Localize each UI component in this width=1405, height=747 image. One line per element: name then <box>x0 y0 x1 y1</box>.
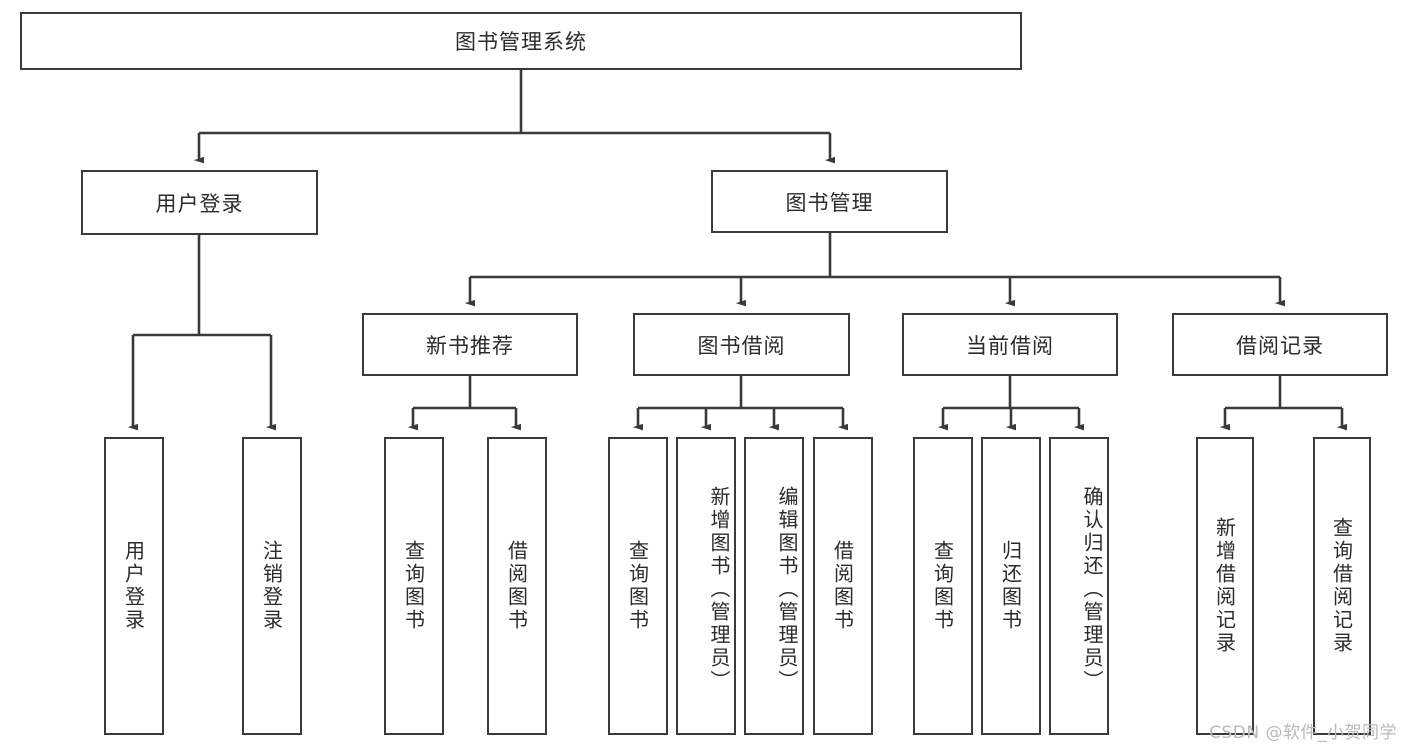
node-label: 注销登录 <box>259 540 284 632</box>
leaf-query-book-recommend[interactable]: 查询图书 <box>384 437 444 735</box>
leaf-edit-book[interactable]: 编辑图书（管理员） <box>744 437 804 735</box>
node-label: 新增借阅记录 <box>1212 517 1237 655</box>
leaf-borrow-book-recommend[interactable]: 借阅图书 <box>487 437 547 735</box>
node-label: 查询图书 <box>401 540 426 632</box>
csdn-watermark: CSDN @软件_小贺同学 <box>1209 723 1397 743</box>
leaf-user-login[interactable]: 用户登录 <box>104 437 164 735</box>
node-label: 借阅记录 <box>1236 333 1324 358</box>
leaf-query-book-current[interactable]: 查询图书 <box>913 437 973 735</box>
node-label: 借阅图书 <box>504 540 529 632</box>
node-current-borrow[interactable]: 当前借阅 <box>902 313 1118 376</box>
node-book-borrow[interactable]: 图书借阅 <box>633 313 850 376</box>
leaf-add-borrow-record[interactable]: 新增借阅记录 <box>1196 437 1254 735</box>
node-label: 归还图书 <box>998 540 1023 632</box>
node-book-management[interactable]: 图书管理 <box>711 170 948 233</box>
node-label: 当前借阅 <box>966 333 1054 358</box>
leaf-borrow-book[interactable]: 借阅图书 <box>813 437 873 735</box>
node-new-book-recommend[interactable]: 新书推荐 <box>362 313 578 376</box>
leaf-confirm-return[interactable]: 确认归还（管理员） <box>1049 437 1109 735</box>
leaf-query-borrow-record[interactable]: 查询借阅记录 <box>1313 437 1371 735</box>
node-label: 查询图书 <box>625 540 650 632</box>
node-label: 用户登录 <box>155 191 244 216</box>
node-label: 新书推荐 <box>426 333 514 358</box>
leaf-query-book-borrow[interactable]: 查询图书 <box>608 437 668 735</box>
node-label: 确认归还（管理员） <box>1080 485 1104 693</box>
node-label: 编辑图书（管理员） <box>775 485 799 693</box>
node-label: 用户登录 <box>121 540 146 632</box>
leaf-return-book[interactable]: 归还图书 <box>981 437 1041 735</box>
leaf-add-book[interactable]: 新增图书（管理员） <box>676 437 736 735</box>
node-borrow-record[interactable]: 借阅记录 <box>1172 313 1388 376</box>
node-label: 图书借阅 <box>697 333 786 358</box>
node-label: 新增图书（管理员） <box>707 485 731 693</box>
node-label: 借阅图书 <box>830 540 855 632</box>
node-root-system[interactable]: 图书管理系统 <box>20 12 1022 70</box>
node-user-login[interactable]: 用户登录 <box>81 170 318 235</box>
leaf-logout-login[interactable]: 注销登录 <box>242 437 302 735</box>
node-label: 图书管理系统 <box>455 30 587 54</box>
node-label: 查询借阅记录 <box>1329 517 1354 655</box>
node-label: 图书管理 <box>785 190 874 215</box>
node-label: 查询图书 <box>930 540 955 632</box>
